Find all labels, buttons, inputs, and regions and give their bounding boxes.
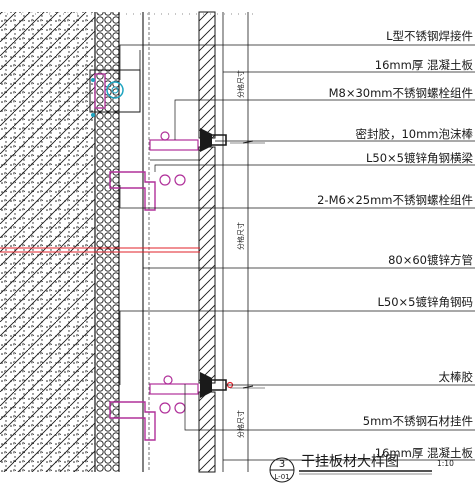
drawing-scale: 1:10 bbox=[437, 459, 454, 468]
l-bracket-upper bbox=[89, 50, 141, 117]
concrete-wall bbox=[0, 12, 96, 472]
dimension-text-2: 分格尺寸 bbox=[236, 222, 245, 250]
label-angle-beam: L50×5镀锌角钢横梁 bbox=[366, 151, 473, 165]
label-concrete-board-lower: 16mm厚 混凝土板 bbox=[375, 446, 474, 460]
steel-tube bbox=[142, 12, 150, 472]
leader-lines bbox=[119, 44, 475, 461]
callout-labels: L型不锈钢焊接件 16mm厚 混凝土板 M8×30mm不锈钢螺栓组件 密封胶，1… bbox=[317, 29, 473, 460]
label-sealant: 密封胶，10mm泡沫棒 bbox=[355, 127, 473, 141]
label-l-welded-bracket: L型不锈钢焊接件 bbox=[386, 29, 473, 43]
detail-number: 3 bbox=[279, 459, 285, 470]
label-stone-hanger: 5mm不锈钢石材挂件 bbox=[363, 414, 473, 428]
label-glue: 太棒胶 bbox=[439, 370, 474, 384]
angle-assembly-lower bbox=[109, 372, 234, 441]
sheet-reference: L-01 bbox=[274, 473, 289, 481]
drawing-title: 干挂板材大样图 bbox=[301, 454, 399, 470]
dimension-text-3: 分格尺寸 bbox=[236, 410, 245, 438]
stone-panels bbox=[198, 11, 224, 473]
insulation-layer bbox=[95, 12, 120, 472]
label-square-tube: 80×60镀锌方管 bbox=[388, 253, 473, 267]
label-concrete-board-upper: 16mm厚 混凝土板 bbox=[375, 58, 474, 72]
dimension-line: 分格尺寸 分格尺寸 分格尺寸 bbox=[230, 12, 265, 472]
angle-assembly-upper bbox=[109, 128, 227, 211]
dimension-text-1: 分格尺寸 bbox=[236, 70, 245, 98]
label-m6-bolt: 2-M6×25mm不锈钢螺栓组件 bbox=[317, 193, 473, 207]
label-m8-bolt: M8×30mm不锈钢螺栓组件 bbox=[329, 86, 473, 100]
reference-lines bbox=[0, 247, 200, 253]
label-angle-code: L50×5镀锌角钢码 bbox=[378, 295, 474, 309]
title-block: 3 L-01 干挂板材大样图 1:10 bbox=[269, 454, 454, 483]
